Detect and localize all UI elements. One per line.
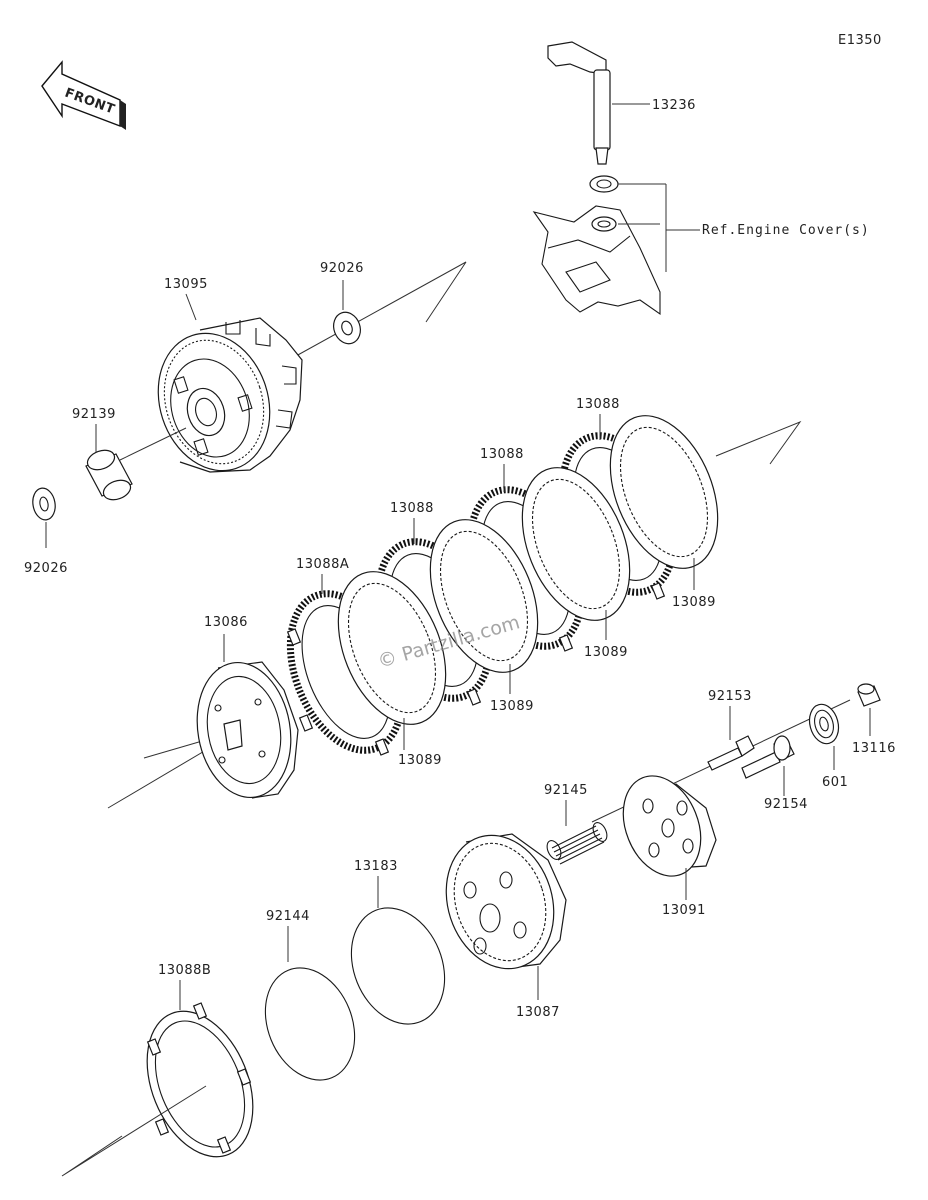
callout-92139: 92139 <box>72 407 116 422</box>
callout-92144: 92144 <box>266 909 310 924</box>
part-13091-spring-plate <box>622 775 717 877</box>
part-92153-bolt <box>707 735 755 771</box>
callout-92026-top: 92026 <box>320 261 364 276</box>
part-13089-steel-plate-1 <box>337 571 447 725</box>
callout-92026-left: 92026 <box>24 561 68 576</box>
callout-92153: 92153 <box>708 689 752 704</box>
part-13183-spring-ring <box>350 907 446 1025</box>
part-92026-washer-left <box>32 487 56 521</box>
reference-label: Ref.Engine Cover(s) <box>702 223 870 238</box>
callout-13089-a: 13089 <box>398 753 442 768</box>
engine-cover-fragment <box>532 205 661 316</box>
callout-13088-b: 13088 <box>480 447 524 462</box>
part-13089-steel-plate-2 <box>429 519 539 673</box>
part-601-bearing <box>808 703 840 745</box>
part-13236-push-lever <box>547 41 611 165</box>
callout-13088-a: 13088 <box>390 501 434 516</box>
part-92144-ring <box>264 967 356 1081</box>
callout-92154: 92154 <box>764 797 808 812</box>
part-13089-steel-plate-4 <box>609 415 719 569</box>
part-92145-spring <box>546 822 608 865</box>
part-92026-washer-top <box>333 311 361 345</box>
callout-13095: 13095 <box>164 277 208 292</box>
callout-13088B: 13088B <box>158 963 211 978</box>
callout-13086: 13086 <box>204 615 248 630</box>
callout-13236: 13236 <box>652 98 696 113</box>
callout-13091: 13091 <box>662 903 706 918</box>
callout-92145: 92145 <box>544 783 588 798</box>
part-13087-clutch-hub <box>445 833 567 970</box>
callout-13089-d: 13089 <box>672 595 716 610</box>
diagram-code: E1350 <box>838 33 882 48</box>
callout-13116: 13116 <box>852 741 896 756</box>
front-arrow-icon: FRONT <box>41 60 126 130</box>
part-92154-bolt <box>741 735 795 779</box>
callout-13089-b: 13089 <box>490 699 534 714</box>
part-13116-pin <box>857 683 881 707</box>
part-13088B-friction-plate <box>146 1002 254 1158</box>
part-92139-sleeve <box>85 449 133 501</box>
callout-13088-c: 13088 <box>576 397 620 412</box>
oil-seal <box>589 175 619 193</box>
callout-601: 601 <box>822 775 848 790</box>
part-13086-pressure-plate <box>196 661 299 799</box>
callout-13088A: 13088A <box>296 557 349 572</box>
callout-13087: 13087 <box>516 1005 560 1020</box>
part-13095-clutch-housing <box>157 317 303 473</box>
callout-13183: 13183 <box>354 859 398 874</box>
callout-13089-c: 13089 <box>584 645 628 660</box>
